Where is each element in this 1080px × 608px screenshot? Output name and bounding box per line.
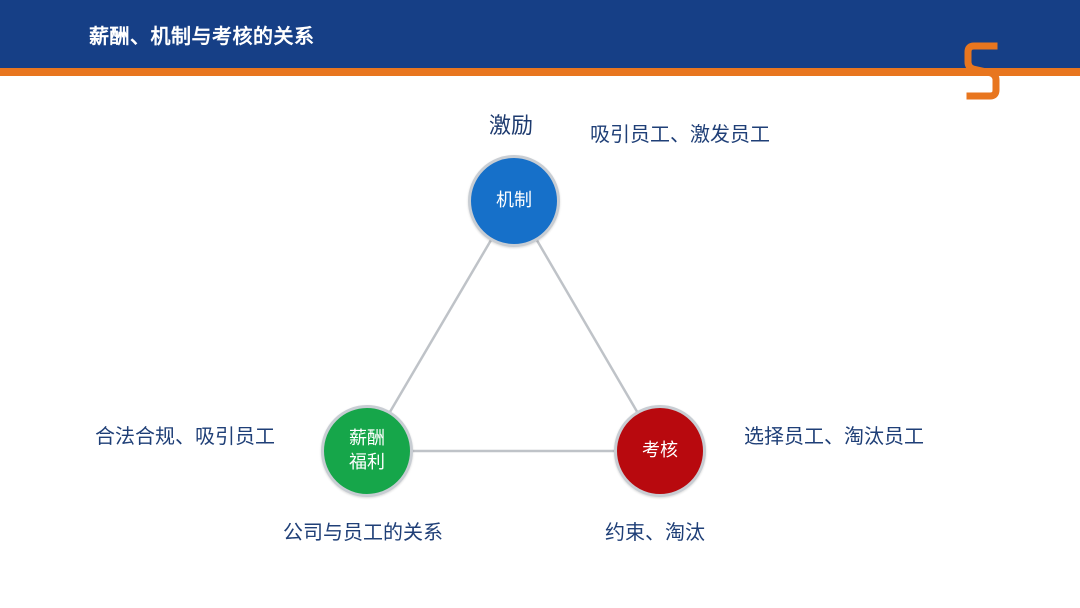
annotation-incentive: 激励: [489, 114, 534, 139]
edge-mechanism-compensation: [365, 200, 516, 452]
node-assessment-label: 考核: [642, 439, 678, 461]
node-compensation-line1: 薪酬: [349, 427, 385, 449]
header-bar: [0, 0, 1080, 68]
annotation-company-employee: 公司与员工的关系: [283, 520, 443, 544]
slide-title: 薪酬、机制与考核的关系: [89, 24, 315, 48]
node-compensation-line2: 福利: [349, 452, 385, 473]
annotation-compliance: 合法合规、吸引员工: [95, 424, 275, 448]
annotation-constrain-eliminate: 约束、淘汰: [605, 520, 705, 544]
node-compensation: 薪酬 福利: [321, 405, 413, 497]
s-logo-icon: [964, 42, 1000, 100]
node-mechanism: 机制: [468, 155, 560, 247]
node-assessment: 考核: [614, 405, 706, 497]
node-mechanism-label: 机制: [496, 189, 532, 211]
annotation-attract-motivate: 吸引员工、激发员工: [590, 122, 770, 146]
annotation-select-eliminate: 选择员工、淘汰员工: [744, 424, 924, 448]
edge-mechanism-assessment: [512, 200, 662, 452]
header-accent-stripe: [0, 68, 1080, 76]
